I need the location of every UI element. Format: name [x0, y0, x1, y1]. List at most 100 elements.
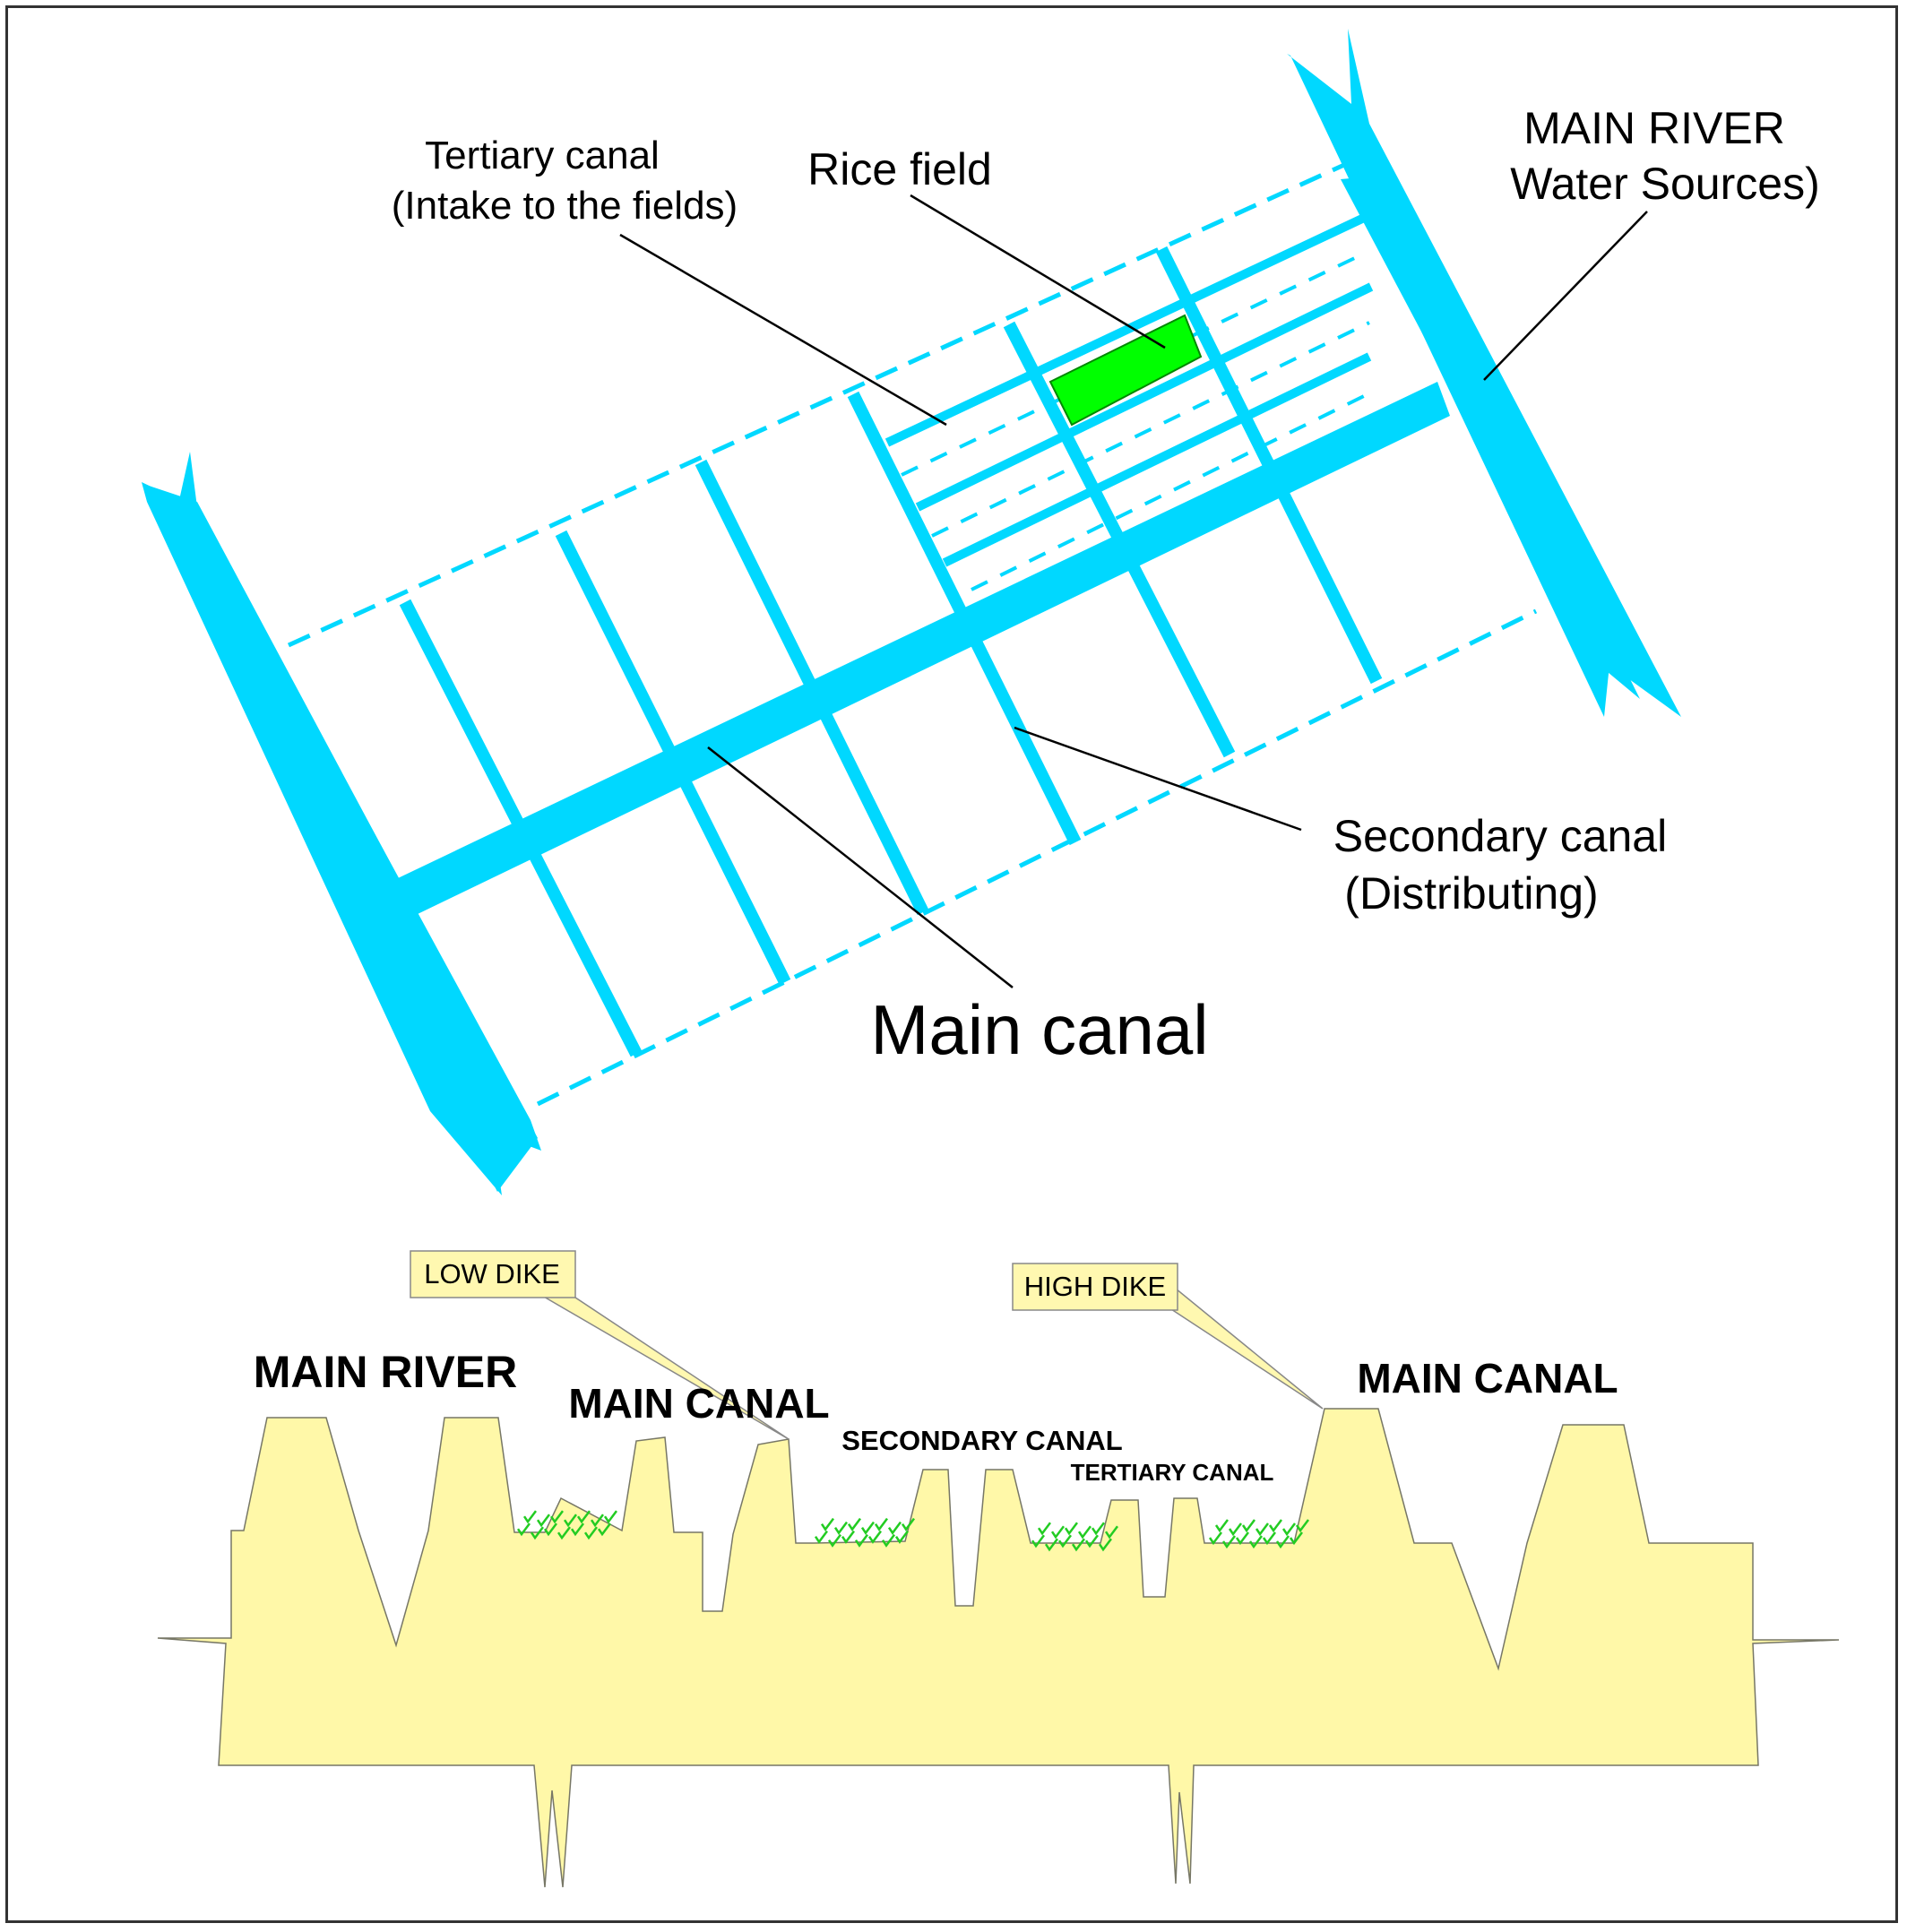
grass-icon	[597, 1522, 611, 1537]
rice-field-label: Rice field	[807, 144, 992, 194]
grass-icon	[543, 1522, 557, 1537]
tertiary-leader	[619, 233, 947, 427]
low-dike-label: LOW DIKE	[424, 1258, 560, 1289]
rice-leader	[910, 194, 1166, 349]
field-boundary	[536, 608, 1538, 1107]
river-label-2: Water Sources)	[1510, 159, 1819, 209]
grass-icon	[1084, 1534, 1099, 1548]
grass-icon	[563, 1514, 577, 1528]
field-boundary	[931, 321, 1370, 538]
grass-icon	[1037, 1522, 1051, 1536]
left-river	[143, 484, 538, 1192]
grass-icon	[522, 1510, 537, 1524]
grass-patches	[516, 1510, 1309, 1552]
secondary-canal	[847, 391, 1082, 846]
grass-icon	[1248, 1535, 1263, 1549]
grass-icon	[841, 1530, 855, 1544]
field-boundary	[971, 392, 1368, 591]
secondary-leader	[1014, 726, 1302, 832]
grass-icon	[1221, 1535, 1236, 1549]
grass-icon	[1255, 1522, 1269, 1537]
grass-icon	[874, 1517, 888, 1531]
grass-icon	[536, 1514, 550, 1528]
grass-icon	[1214, 1519, 1229, 1533]
grass-icon	[881, 1533, 895, 1548]
grass-icon	[590, 1514, 604, 1528]
main-canal-label: Main canal	[870, 990, 1208, 1069]
grass-icon	[854, 1533, 868, 1548]
high-dike-box	[1012, 1263, 1178, 1311]
grass-icon	[516, 1522, 531, 1537]
grass-icon	[1208, 1531, 1222, 1546]
tertiary-canal	[942, 352, 1372, 567]
secondary-label-1: Secondary canal	[1333, 811, 1667, 861]
river-label-1: MAIN RIVER	[1523, 103, 1785, 153]
field-boundary	[287, 162, 1346, 648]
section-secondary-canal: SECONDARY CANAL	[841, 1425, 1122, 1456]
secondary-canal	[695, 459, 929, 916]
grass-icon	[860, 1521, 875, 1535]
grass-icon	[820, 1517, 834, 1531]
section-main-canal-left: MAIN CANAL	[568, 1380, 829, 1427]
low-dike-callout: LOW DIKE	[410, 1250, 790, 1440]
grass-icon	[1050, 1525, 1065, 1540]
grass-icon	[1098, 1538, 1112, 1552]
grass-icon	[530, 1526, 544, 1540]
tertiary-canals	[884, 214, 1374, 567]
secondary-canal	[1003, 321, 1236, 758]
grass-icon	[1064, 1522, 1078, 1536]
grass-icon	[603, 1510, 617, 1524]
field-boundary	[901, 253, 1363, 477]
cross-section: LOW DIKE HIGH DIKE MAIN RIVER MAIN CANAL…	[157, 1250, 1840, 1888]
high-dike-label: HIGH DIKE	[1024, 1271, 1166, 1302]
grass-icon	[1262, 1531, 1276, 1546]
leader-lines	[619, 194, 1648, 988]
section-tertiary-canal: TERTIARY CANAL	[1071, 1459, 1274, 1486]
grass-icon	[1031, 1534, 1045, 1548]
grass-icon	[1289, 1531, 1303, 1546]
secondary-label-2: (Distributing)	[1344, 868, 1598, 919]
grass-icon	[1044, 1538, 1058, 1552]
secondary-canal	[399, 599, 643, 1057]
grass-icon	[576, 1510, 591, 1524]
soil-profile	[157, 1408, 1840, 1888]
field-boundaries	[287, 162, 1538, 1107]
grass-icon	[887, 1521, 902, 1535]
high-dike-callout: HIGH DIKE	[1012, 1263, 1324, 1410]
river-leader	[1483, 211, 1648, 381]
grass-icon	[570, 1522, 584, 1537]
tertiary-label-1: Tertiary canal	[425, 134, 660, 177]
grass-icon	[1275, 1535, 1290, 1549]
rice-field	[1048, 314, 1203, 427]
tertiary-canal	[884, 214, 1365, 447]
grass-icon	[1228, 1522, 1242, 1537]
grass-icon	[833, 1521, 848, 1535]
grass-icon	[827, 1533, 841, 1548]
main-canal	[398, 382, 1450, 914]
tertiary-label-2: (Intake to the fields)	[392, 184, 738, 228]
grass-icon	[583, 1526, 598, 1540]
right-river-core	[1341, 176, 1640, 699]
section-main-river: MAIN RIVER	[254, 1347, 517, 1397]
grass-icon	[1235, 1531, 1249, 1546]
grass-icon	[1241, 1519, 1256, 1533]
secondary-canal	[1155, 246, 1383, 685]
grass-icon	[1057, 1534, 1072, 1548]
grass-icon	[1071, 1538, 1085, 1552]
grass-icon	[1281, 1522, 1296, 1537]
tertiary-canal	[915, 282, 1374, 512]
grass-icon	[1295, 1519, 1309, 1533]
grass-icon	[814, 1530, 828, 1544]
grass-icon	[867, 1530, 882, 1544]
section-main-canal-right: MAIN CANAL	[1357, 1355, 1618, 1402]
main-canal-leader	[707, 746, 1014, 988]
grass-icon	[1268, 1519, 1282, 1533]
plan-view: Tertiary canal (Intake to the fields) Ri…	[142, 29, 1820, 1195]
secondary-canal	[555, 530, 791, 986]
grass-icon	[557, 1526, 571, 1540]
low-dike-box	[410, 1250, 576, 1298]
grass-icon	[1091, 1522, 1105, 1536]
grass-icon	[894, 1530, 909, 1544]
grass-icon	[1104, 1525, 1118, 1540]
